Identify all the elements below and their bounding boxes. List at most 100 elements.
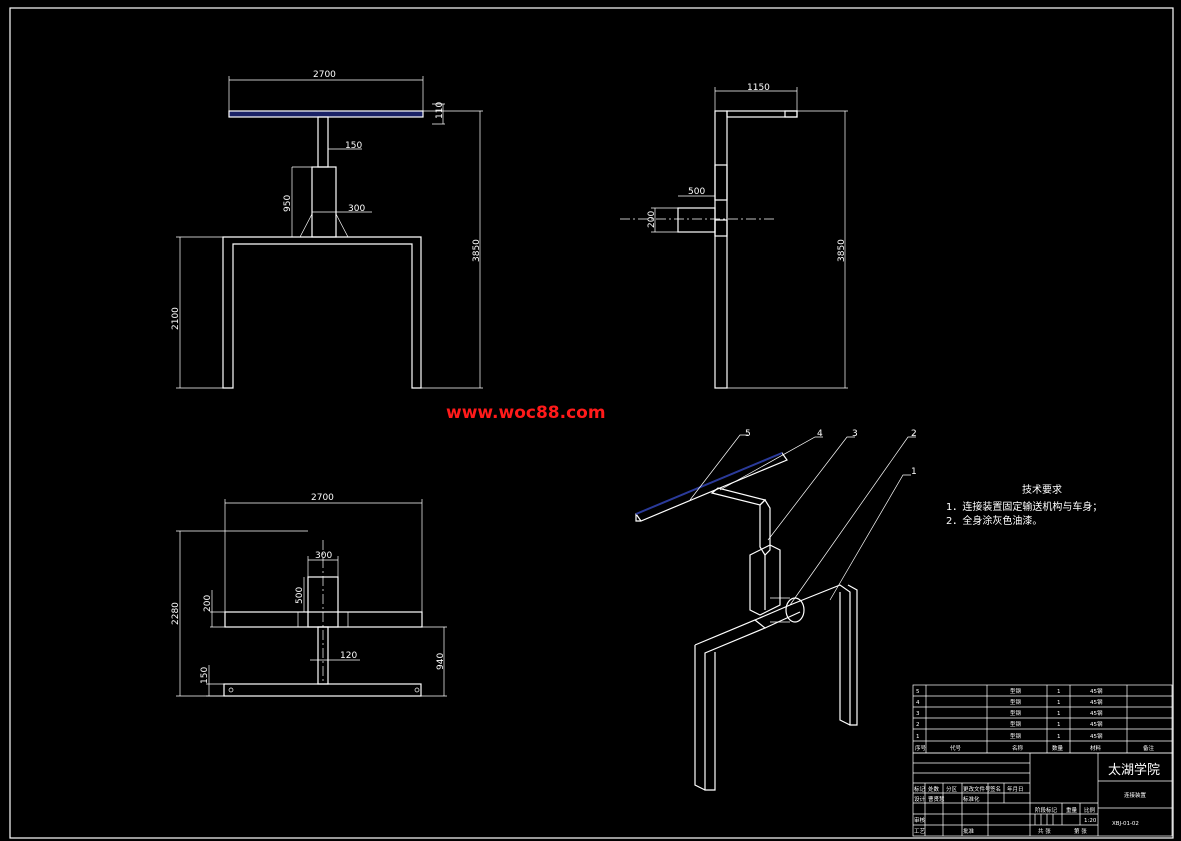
svg-text:处数: 处数 (928, 785, 940, 793)
callout-4: 4 (817, 429, 823, 439)
dim-top-view-width: 2700 (311, 493, 334, 503)
svg-text:代号: 代号 (950, 744, 962, 752)
svg-text:重量: 重量 (1066, 806, 1078, 814)
svg-text:名称: 名称 (1012, 744, 1024, 752)
svg-text:备注: 备注 (1143, 744, 1155, 752)
front-view: 2700 110 150 950 300 3850 2100 (171, 70, 483, 389)
svg-text:共 张: 共 张 (1038, 827, 1051, 835)
svg-text:1: 1 (916, 734, 920, 740)
sheet-border (9, 7, 1174, 839)
svg-text:审核: 审核 (914, 816, 926, 824)
side-block-1 (714, 164, 728, 201)
dim-top-width: 2700 (313, 70, 336, 80)
callout-1: 1 (911, 467, 917, 477)
iso-arm (710, 487, 767, 506)
top-view: 2700 300 500 200 2280 120 940 150 (171, 493, 447, 697)
callout-3: 3 (852, 429, 858, 439)
dim-top-view-post-len: 500 (295, 587, 305, 604)
front-top-plate (228, 110, 424, 118)
parts-row-5: 5 型钢 1 45钢 (916, 687, 1103, 695)
callout-2: 2 (911, 429, 917, 439)
side-top-arm (726, 110, 798, 118)
parts-row-4: 4 型钢 1 45钢 (916, 698, 1103, 706)
iso-frame-right (789, 584, 858, 726)
dim-top-thickness: 110 (435, 102, 445, 119)
svg-text:序号: 序号 (915, 744, 927, 752)
svg-text:1: 1 (1057, 734, 1061, 740)
svg-text:工艺: 工艺 (914, 828, 926, 835)
svg-text:比例: 比例 (1084, 806, 1096, 814)
title-block: 太湖学院 连接装置 XBJ-01-02 1:20 标记 处数 分区 更改文件号 … (912, 752, 1173, 837)
svg-text:阶段标记: 阶段标记 (1035, 806, 1058, 814)
svg-text:数量: 数量 (1052, 744, 1064, 752)
front-post-block (311, 166, 337, 238)
dim-side-top: 1150 (747, 83, 770, 93)
dim-stem-width: 120 (340, 651, 357, 661)
dim-side-total: 3850 (837, 239, 847, 262)
svg-text:1: 1 (1057, 722, 1061, 728)
top-plate (224, 611, 423, 628)
svg-text:45钢: 45钢 (1090, 732, 1103, 740)
side-block-2 (714, 219, 728, 237)
dim-total-height: 3850 (472, 239, 482, 262)
svg-text:2: 2 (916, 722, 920, 728)
callout-5: 5 (745, 429, 751, 439)
svg-text:型钢: 型钢 (1010, 720, 1022, 728)
tech-title: 技术要求 (1022, 483, 1062, 496)
svg-text:材料: 材料 (1090, 744, 1102, 752)
svg-text:45钢: 45钢 (1090, 687, 1103, 695)
dim-post-height: 950 (283, 195, 293, 212)
iso-column-3 (749, 544, 781, 616)
front-frame (222, 236, 422, 389)
dim-frame-height: 2100 (171, 307, 181, 330)
dim-side-arm: 500 (688, 187, 705, 197)
dim-plate-height: 200 (203, 595, 213, 612)
parts-header: 序号 代号 名称 数量 材料 备注 (915, 744, 1155, 752)
svg-text:第 张: 第 张 (1074, 827, 1087, 835)
svg-text:更改文件号: 更改文件号 (963, 785, 991, 793)
iso-post-4 (759, 499, 771, 556)
svg-text:型钢: 型钢 (1010, 687, 1022, 695)
svg-text:1: 1 (1057, 689, 1061, 695)
scale: 1:20 (1084, 818, 1097, 824)
iso-beam-5 (635, 452, 788, 522)
svg-text:1: 1 (1057, 711, 1061, 717)
dim-base-height: 150 (200, 667, 210, 684)
side-view: 1150 500 200 3850 (620, 83, 848, 389)
school-name: 太湖学院 (1108, 762, 1160, 778)
svg-text:分区: 分区 (946, 785, 958, 793)
parts-row-1: 1 型钢 1 45钢 (916, 732, 1103, 740)
svg-text:型钢: 型钢 (1010, 709, 1022, 717)
svg-text:型钢: 型钢 (1010, 732, 1022, 740)
svg-text:设计: 设计 (914, 795, 926, 803)
parts-row-2: 2 型钢 1 45钢 (916, 720, 1103, 728)
dim-post-width: 150 (345, 141, 362, 151)
svg-text:1: 1 (1057, 700, 1061, 706)
svg-text:45钢: 45钢 (1090, 720, 1103, 728)
front-gusset (299, 213, 349, 238)
iso-frame-left (694, 619, 767, 791)
top-base (223, 683, 422, 697)
dim-base-width: 300 (348, 204, 365, 214)
svg-text:年月日: 年月日 (1007, 785, 1024, 793)
dim-top-view-post: 300 (315, 551, 332, 561)
side-column (714, 110, 728, 389)
iso-view: 5 4 3 2 1 (635, 429, 917, 791)
drawing-name: 连接装置 (1124, 791, 1147, 799)
svg-text:4: 4 (916, 700, 920, 706)
svg-text:批准: 批准 (963, 827, 975, 835)
dim-total-height-top: 2280 (171, 602, 181, 625)
svg-text:型钢: 型钢 (1010, 698, 1022, 706)
watermark: www.woc88.com (446, 403, 606, 423)
technical-requirements: 技术要求 1．连接装置固定输送机构与车身； 2．全身涂灰色油漆。 (946, 483, 1102, 527)
dim-lower-height: 940 (436, 653, 446, 670)
svg-text:签名: 签名 (990, 785, 1001, 793)
parts-list: 5 型钢 1 45钢 4 型钢 1 45钢 3 型钢 1 45钢 2 型钢 1 … (912, 684, 1173, 754)
svg-text:45钢: 45钢 (1090, 709, 1103, 717)
svg-text:标记: 标记 (914, 785, 926, 793)
parts-row-3: 3 型钢 1 45钢 (916, 709, 1103, 717)
iso-cylinder (785, 597, 805, 623)
svg-text:3: 3 (916, 711, 920, 717)
tech-item-1: 1．连接装置固定输送机构与车身； (946, 500, 1102, 513)
